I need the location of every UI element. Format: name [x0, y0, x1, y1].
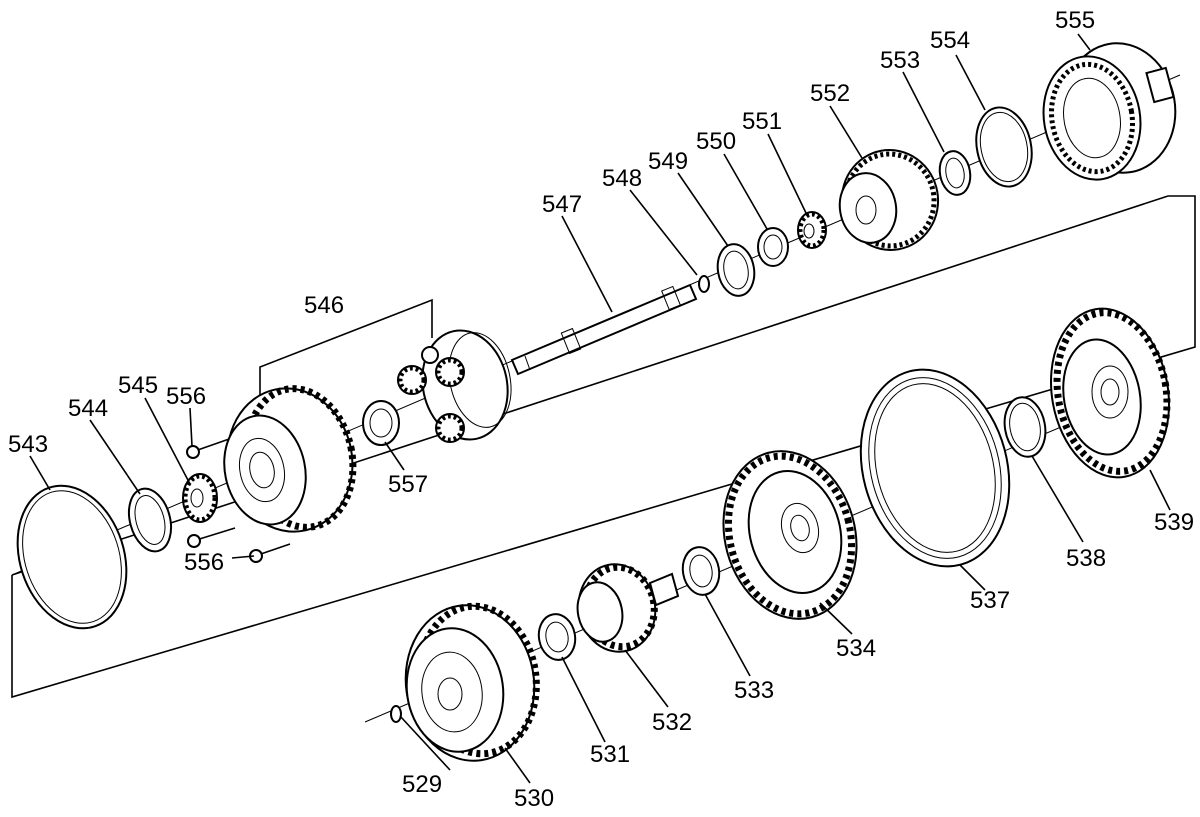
part-533-washer — [681, 546, 721, 596]
part-546-pinion-carrier — [397, 329, 512, 443]
part-529-snap-ring — [390, 705, 402, 723]
callout-548: 548 — [602, 165, 642, 192]
callout-550: 550 — [696, 128, 736, 155]
callout-551: 551 — [742, 108, 782, 135]
part-531-washer — [537, 613, 577, 661]
callout-531: 531 — [590, 741, 630, 768]
part-545-sun-gear — [182, 473, 218, 523]
part-550-bearing — [757, 227, 789, 267]
part-556-bolt-lower — [187, 527, 291, 563]
callout-557: 557 — [388, 471, 428, 498]
callout-539: 539 — [1154, 509, 1194, 536]
callout-544: 544 — [68, 395, 108, 422]
part-530-clutch-drum — [404, 602, 540, 762]
part-557-thrust-washer — [362, 400, 400, 446]
part-554-snap-ring — [975, 106, 1033, 188]
callout-545: 545 — [118, 372, 158, 399]
callout-533: 533 — [734, 677, 774, 704]
part-538-snap-ring — [1003, 396, 1047, 458]
callout-549: 549 — [648, 148, 688, 175]
part-543-snap-ring — [16, 484, 128, 630]
callout-529: 529 — [402, 771, 442, 798]
part-546-carrier-housing — [223, 385, 357, 533]
callout-532: 532 — [652, 709, 692, 736]
callout-538: 538 — [1066, 545, 1106, 572]
callout-546: 546 — [304, 292, 344, 319]
part-553-washer — [938, 150, 972, 196]
part-539-clutch-drum — [1050, 307, 1171, 479]
part-549-washer — [716, 243, 756, 297]
leader-lines — [29, 33, 1171, 784]
bracket-546 — [259, 298, 433, 395]
callout-556-lower: 556 — [184, 549, 224, 576]
callout-543: 543 — [8, 431, 48, 458]
part-544-ring — [127, 487, 173, 553]
part-552-planetary-carrier — [838, 149, 940, 251]
part-532-hub — [576, 563, 680, 653]
callout-530: 530 — [514, 785, 554, 812]
callout-555: 555 — [1055, 7, 1095, 34]
callout-554: 554 — [930, 27, 970, 54]
part-555-ring-gear-housing — [1042, 42, 1177, 181]
part-548-snap-ring — [698, 275, 710, 293]
callout-537: 537 — [970, 587, 1010, 614]
callout-556-upper: 556 — [166, 383, 206, 410]
part-537-plate-ring — [859, 368, 1011, 568]
callout-552: 552 — [810, 80, 850, 107]
part-534-clutch-housing — [722, 450, 858, 620]
assembly-boundary-frame — [11, 195, 1196, 699]
part-556-bolt-upper — [186, 437, 233, 459]
callout-534: 534 — [836, 635, 876, 662]
callout-547: 547 — [542, 191, 582, 218]
callout-553: 553 — [880, 47, 920, 74]
part-551-gear — [797, 211, 827, 249]
part-547-shaft — [510, 283, 698, 376]
